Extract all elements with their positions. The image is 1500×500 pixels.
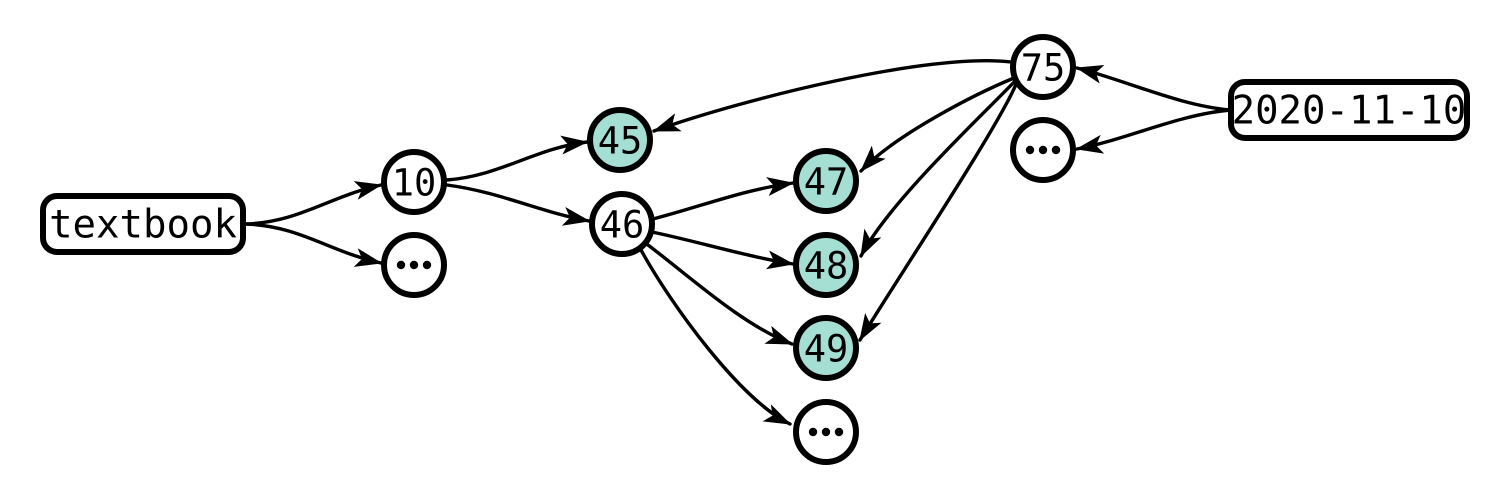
ellipsis-dot-icon-2	[422, 260, 432, 270]
ellipsis-dot-icon-1	[1038, 145, 1048, 155]
edge-n46-to-n48	[650, 230, 795, 270]
box-label-textbook: textbook	[49, 203, 237, 248]
node-label-n48: 48	[804, 245, 849, 288]
ellipsis-node-e10[interactable]	[381, 232, 447, 298]
edge-n10-to-n46	[445, 183, 591, 226]
ellipsis-dot-icon-1	[821, 427, 831, 437]
box-node-textbook[interactable]: textbook	[40, 193, 246, 255]
node-n48[interactable]: 48	[793, 232, 859, 298]
node-n46[interactable]: 46	[589, 191, 655, 257]
node-shape-n45	[587, 107, 653, 173]
node-label-n49: 49	[804, 328, 849, 371]
edge-n46-to-n49	[646, 243, 794, 346]
ellipsis-dot-icon-0	[808, 427, 818, 437]
node-shape-n75	[1010, 34, 1076, 100]
box-shape-date	[1228, 79, 1470, 141]
nodes-layer: textbook 2020-11-10 10 45 46 47 48 49 75	[40, 34, 1470, 465]
node-n49[interactable]: 49	[793, 315, 859, 381]
ellipsis-node-e46[interactable]	[793, 399, 859, 465]
node-n45[interactable]: 45	[587, 107, 653, 173]
edge-n46-to-n47	[651, 177, 795, 221]
edge-n75-to-n47	[859, 76, 1016, 173]
edge-n46-to-e46	[639, 248, 792, 426]
ellipsis-dot-icon-0	[1025, 145, 1035, 155]
edge-n75-to-n45	[652, 58, 1013, 133]
ellipsis-dot-icon-0	[396, 260, 406, 270]
edge-n75-to-n49	[858, 80, 1019, 342]
node-shape-n10	[381, 149, 447, 215]
node-shape-n48	[793, 232, 859, 298]
node-label-n45: 45	[598, 120, 643, 163]
node-n10[interactable]: 10	[381, 149, 447, 215]
edge-n10-to-n45	[445, 135, 589, 182]
ellipsis-dot-icon-1	[409, 260, 419, 270]
ellipsis-node-e75[interactable]	[1010, 117, 1076, 183]
node-n47[interactable]: 47	[793, 148, 859, 214]
node-label-n10: 10	[392, 162, 437, 205]
node-shape-n47	[793, 148, 859, 214]
node-n75[interactable]: 75	[1010, 34, 1076, 100]
node-shape-n49	[793, 315, 859, 381]
edge-textbook-to-e10	[244, 222, 383, 267]
node-shape-n46	[589, 191, 655, 257]
edge-date-to-n75	[1075, 65, 1233, 112]
box-node-date[interactable]: 2020-11-10	[1228, 79, 1470, 141]
node-label-n75: 75	[1021, 47, 1066, 90]
ellipsis-dot-icon-2	[1051, 145, 1061, 155]
edge-n75-to-n48	[859, 78, 1018, 258]
ellipsis-dot-icon-2	[834, 427, 844, 437]
box-shape-textbook	[40, 193, 246, 255]
box-label-date: 2020-11-10	[1232, 89, 1467, 134]
edge-date-to-e75	[1075, 108, 1233, 154]
node-label-n46: 46	[600, 204, 645, 247]
node-label-n47: 47	[804, 161, 849, 204]
edges-layer	[244, 58, 1233, 426]
edge-textbook-to-n10	[244, 181, 383, 226]
